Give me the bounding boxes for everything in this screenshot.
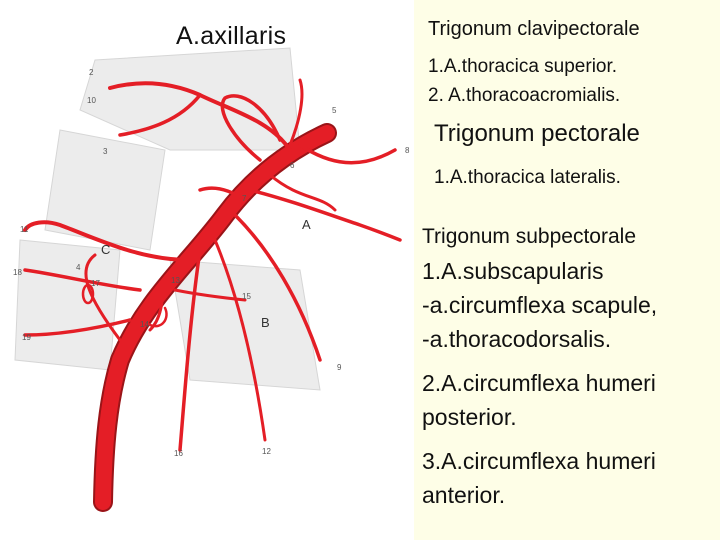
diagram-label-6: 6	[290, 161, 295, 170]
diagram-label-18: 18	[13, 268, 22, 277]
list-item: 1.A.subscapularis	[422, 256, 604, 286]
region-label-a: A	[302, 217, 311, 232]
diagram-label-3: 3	[103, 147, 108, 156]
section-heading-pectorale: Trigonum pectorale	[434, 120, 640, 148]
section-heading-clavipectorale: Trigonum clavipectorale	[428, 18, 640, 41]
diagram-label-13: 13	[171, 276, 180, 285]
diagram-label-5: 5	[332, 106, 337, 115]
diagram-label-2: 2	[89, 68, 94, 77]
region-shape-lower-left	[15, 240, 120, 370]
diagram-label-8: 8	[405, 146, 410, 155]
diagram-label-15: 15	[242, 292, 251, 301]
branch-lateral-thoracic	[250, 190, 400, 240]
diagram-label-7: 7	[242, 194, 247, 203]
list-item: 3.A.circumflexa humeri	[422, 446, 656, 476]
background-regions	[15, 48, 320, 390]
list-item: 1.A.thoracica superior.	[428, 56, 617, 78]
region-label-c: C	[101, 242, 110, 257]
diagram-label-11: 11	[20, 225, 29, 234]
list-item: 2. A.thoracoacromialis.	[428, 85, 620, 107]
diagram-label-10: 10	[87, 96, 96, 105]
list-item: 2.A.circumflexa humeri	[422, 368, 656, 398]
list-item: -a.thoracodorsalis.	[422, 324, 611, 354]
region-label-b: B	[261, 315, 270, 330]
diagram-label-19: 19	[22, 333, 31, 342]
diagram-label-14: 14	[140, 320, 149, 329]
axillary-artery-diagram: 1 2 3 4 5 6 7 8 9 10 11 12 13 14 15 16 1…	[0, 0, 414, 540]
diagram-label-9: 9	[337, 363, 342, 372]
diagram-label-17: 17	[91, 279, 100, 288]
diagram-label-12: 12	[262, 447, 271, 456]
page-title: A.axillaris	[176, 22, 286, 51]
list-item: -a.circumflexa scapule,	[422, 290, 657, 320]
list-item: 1.A.thoracica lateralis.	[434, 167, 621, 189]
region-shape-upper	[80, 48, 300, 150]
diagram-label-16: 16	[174, 449, 183, 458]
list-item: anterior.	[422, 480, 505, 510]
diagram-label-4: 4	[76, 263, 81, 272]
section-heading-subpectorale: Trigonum subpectorale	[422, 225, 636, 249]
list-item: posterior.	[422, 402, 517, 432]
